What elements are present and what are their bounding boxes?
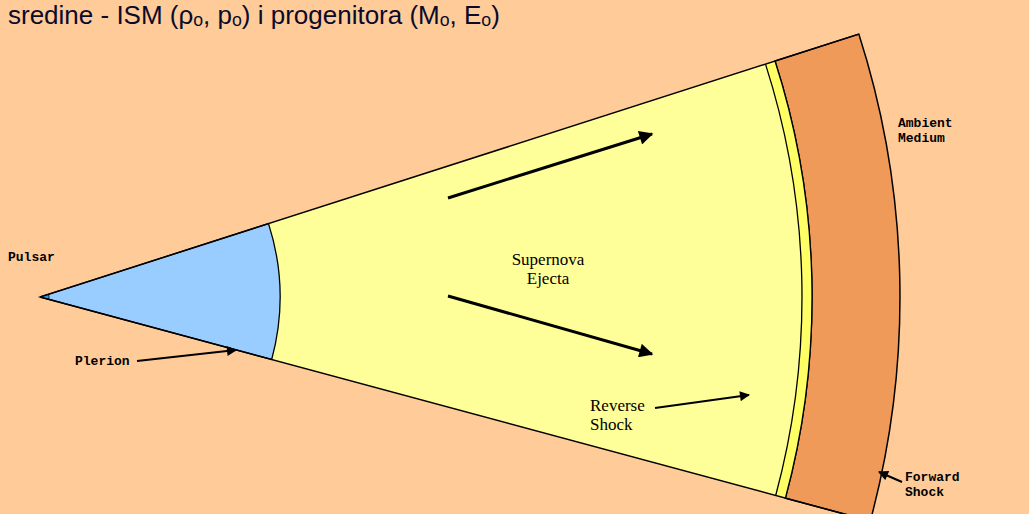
pulsar-label: Pulsar <box>8 250 55 265</box>
leader-arrow <box>137 350 236 361</box>
wedge-edge <box>40 297 870 514</box>
ambient-medium-label-box: Ambient Medium <box>898 116 953 146</box>
reverse-shock-label: Reverse Shock <box>590 396 645 434</box>
expansion-arrow <box>448 134 652 198</box>
forward-shock-label: Forward Shock <box>905 470 960 500</box>
plerion-label-box: Plerion <box>75 354 130 369</box>
leader-arrow <box>655 395 749 408</box>
plerion-label: Plerion <box>75 354 130 369</box>
reverse-shock-band <box>766 61 813 498</box>
plerion-region <box>40 224 280 360</box>
leader-arrow <box>879 472 902 482</box>
wedge-edge <box>40 34 859 297</box>
ambient-medium-label: Ambient Medium <box>898 116 953 146</box>
expansion-arrow <box>448 296 652 354</box>
heading-text: sredine - ISM (ρₒ, pₒ) i progenitora (Mₒ… <box>8 0 500 30</box>
ejecta-label-box: Supernova Ejecta <box>512 250 585 288</box>
pulsar-label-box: Pulsar <box>8 250 55 265</box>
reverse-shock-line <box>766 64 802 495</box>
ejecta-label: Supernova Ejecta <box>512 250 585 288</box>
heading-text-box: sredine - ISM (ρₒ, pₒ) i progenitora (Mₒ… <box>8 0 500 30</box>
reverse-shock-line <box>775 61 812 498</box>
ejecta-region <box>40 61 812 498</box>
reverse-shock-label-box: Reverse Shock <box>590 396 645 434</box>
forward-shock-label-box: Forward Shock <box>905 470 960 500</box>
